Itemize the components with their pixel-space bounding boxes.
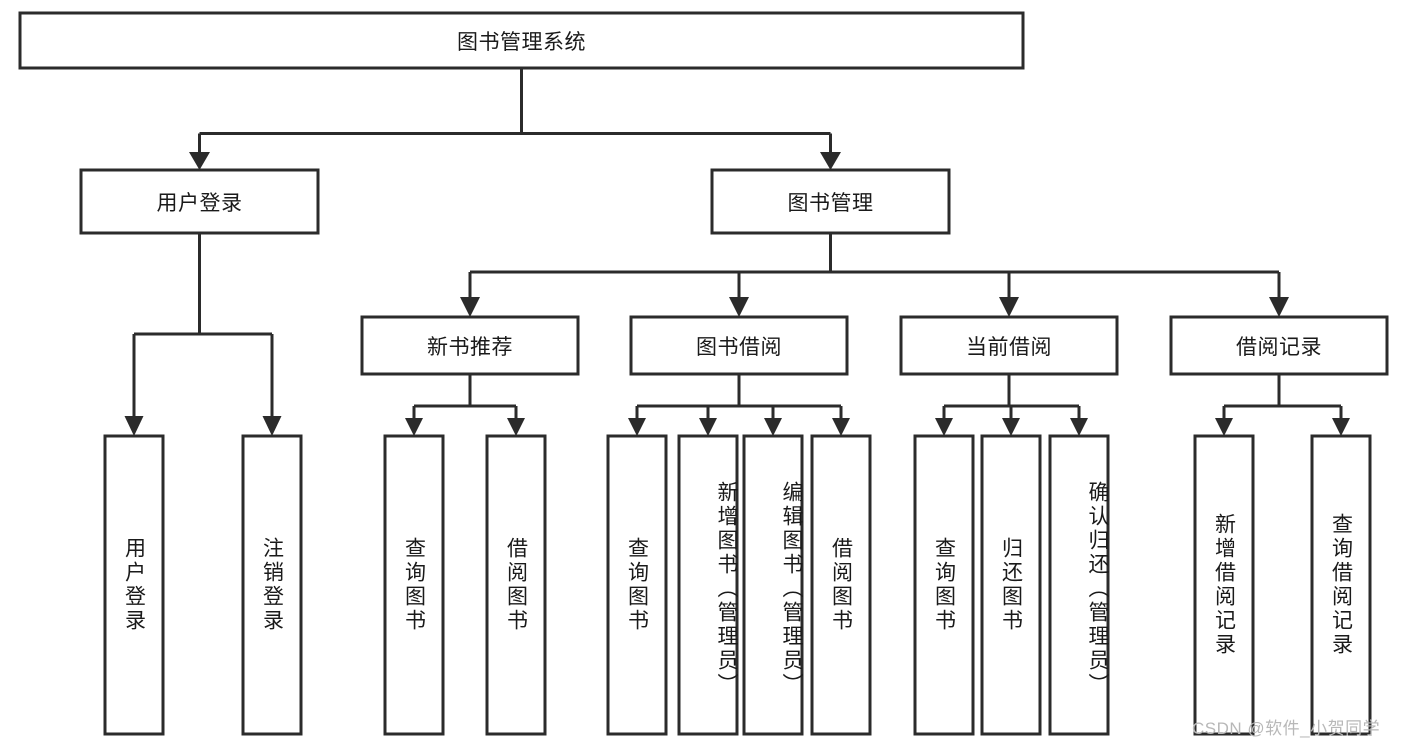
- arrow-head-new-book-rec: [460, 297, 480, 317]
- node-box-current-borrow[interactable]: [899, 315, 1119, 376]
- arrow-head-book-borrow: [729, 297, 749, 317]
- csdn-watermark: CSDN @软件_小贺同学: [1192, 719, 1381, 738]
- arrow-head-leaf-rec-add-record: [1215, 418, 1233, 436]
- arrow-head-book-manage: [820, 152, 841, 170]
- arrow-head-leaf-user-login: [124, 416, 144, 436]
- arrow-head-leaf-cur-confirm-return: [1070, 418, 1088, 436]
- node-box-group: [18, 11, 1389, 736]
- node-box-leaf-borrow-edit-book[interactable]: [742, 434, 804, 736]
- arrow-head-leaf-user-logout: [262, 416, 282, 436]
- arrow-head-leaf-borrow-query-book: [628, 418, 646, 436]
- node-box-borrow-record[interactable]: [1169, 315, 1389, 376]
- connector-group: [124, 68, 1350, 436]
- node-box-leaf-rec-query-record[interactable]: [1310, 434, 1372, 736]
- arrow-head-borrow-record: [1269, 297, 1289, 317]
- arrow-head-leaf-borrow-add-book: [699, 418, 717, 436]
- arrow-head-leaf-borrow-edit-book: [764, 418, 782, 436]
- node-box-leaf-cur-query-book[interactable]: [913, 434, 975, 736]
- node-box-new-book-rec[interactable]: [360, 315, 580, 376]
- node-box-leaf-borrow-add-book[interactable]: [677, 434, 739, 736]
- node-box-leaf-cur-return-book[interactable]: [980, 434, 1042, 736]
- node-box-user-login[interactable]: [79, 168, 320, 235]
- arrow-head-leaf-rec-query-book: [405, 418, 423, 436]
- node-box-book-manage[interactable]: [710, 168, 951, 235]
- node-box-leaf-rec-query-book[interactable]: [383, 434, 445, 736]
- node-box-leaf-borrow-query-book[interactable]: [606, 434, 668, 736]
- node-box-leaf-user-login[interactable]: [103, 434, 165, 736]
- node-box-leaf-rec-borrow-book[interactable]: [485, 434, 547, 736]
- node-box-leaf-borrow-borrow-book[interactable]: [810, 434, 872, 736]
- arrow-head-leaf-rec-borrow-book: [507, 418, 525, 436]
- node-box-leaf-rec-add-record[interactable]: [1193, 434, 1255, 736]
- node-box-root[interactable]: [18, 11, 1025, 70]
- node-box-leaf-cur-confirm-return[interactable]: [1048, 434, 1110, 736]
- node-box-book-borrow[interactable]: [629, 315, 849, 376]
- arrow-head-leaf-borrow-borrow-book: [832, 418, 850, 436]
- arrow-head-user-login: [189, 152, 210, 170]
- arrow-head-leaf-cur-return-book: [1002, 418, 1020, 436]
- arrow-head-leaf-rec-query-record: [1332, 418, 1350, 436]
- arrow-head-leaf-cur-query-book: [935, 418, 953, 436]
- node-box-leaf-user-logout[interactable]: [241, 434, 303, 736]
- arrow-head-current-borrow: [999, 297, 1019, 317]
